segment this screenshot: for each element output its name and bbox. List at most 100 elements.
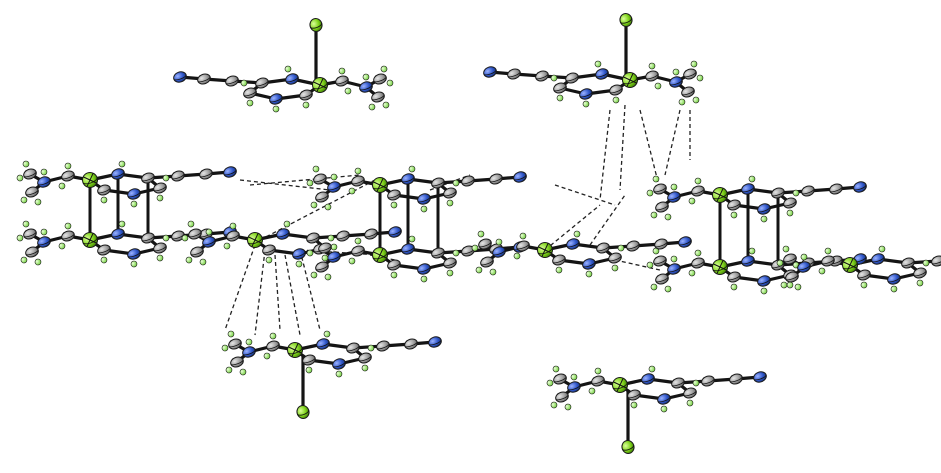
atom-ellipsoid: [513, 252, 521, 260]
atom-ellipsoid: [594, 367, 602, 375]
ellipsoid-principal-axis: [373, 76, 387, 83]
hydrogen-atom: [696, 74, 704, 82]
ellipsoid-principal-axis: [285, 76, 299, 83]
atom-ellipsoid: [860, 281, 868, 289]
atom-ellipsoid: [452, 249, 460, 257]
nitrogen-atom: [401, 173, 415, 185]
hydrogen-atom: [550, 74, 558, 82]
atom-ellipsoid: [302, 101, 310, 109]
ellipsoid-principal-axis: [255, 80, 269, 87]
ellipsoid-principal-axis: [553, 376, 567, 383]
atom-ellipsoid: [336, 230, 350, 242]
carbon-atom: [596, 242, 610, 254]
atom-ellipsoid: [302, 354, 316, 366]
atom-ellipsoid: [64, 222, 72, 230]
hydrogen-atom: [420, 205, 428, 213]
nitrogen-atom: [753, 371, 767, 383]
carbon-atom: [627, 389, 641, 401]
ellipsoid-principal-axis: [552, 257, 566, 264]
ellipsoid-principal-axis: [727, 274, 741, 281]
atom-ellipsoid: [240, 79, 248, 87]
ellipsoid-principal-axis: [727, 202, 741, 209]
atom-ellipsoid: [753, 371, 767, 383]
carbon-atom: [371, 91, 385, 103]
hydrogen-atom: [284, 65, 292, 73]
carbon-atom: [701, 375, 715, 387]
hydrogen-atom: [513, 252, 521, 260]
atom-ellipsoid: [452, 179, 460, 187]
atom-ellipsoid: [269, 332, 277, 340]
atom-ellipsoid: [310, 201, 318, 209]
ellipsoid-principal-axis: [667, 194, 681, 201]
hydrogen-atom: [185, 256, 193, 264]
hydrogen-atom: [367, 344, 375, 352]
hydrogen-atom: [748, 247, 756, 255]
nitrogen-atom: [417, 193, 431, 205]
ellipsoid-principal-axis: [302, 357, 316, 364]
atom-ellipsoid: [100, 256, 108, 264]
atom-ellipsoid: [173, 71, 187, 83]
atom-ellipsoid: [729, 373, 743, 385]
ellipsoid-principal-axis: [269, 96, 283, 103]
atom-ellipsoid: [692, 96, 700, 104]
atom-ellipsoid: [741, 255, 755, 267]
carbon-atom: [785, 271, 799, 283]
covalent-bond-layer: [28, 20, 941, 447]
metal-atom: [612, 377, 628, 393]
ellipsoid-principal-axis: [492, 249, 506, 256]
carbon-atom: [645, 70, 659, 82]
ellipsoid-principal-axis: [612, 382, 628, 390]
atom-ellipsoid: [266, 340, 280, 352]
atom-ellipsoid: [570, 373, 578, 381]
atom-ellipsoid: [786, 209, 794, 217]
ellipsoid-principal-axis: [645, 73, 659, 80]
carbon-atom: [691, 185, 705, 197]
atom-ellipsoid: [20, 256, 28, 264]
hydrogen-atom: [239, 368, 247, 376]
hydrogen-atom: [471, 244, 479, 252]
ellipsoid-principal-axis: [712, 192, 728, 200]
atom-ellipsoid: [228, 338, 242, 350]
atom-ellipsoid: [404, 338, 418, 350]
atom-ellipsoid: [443, 257, 457, 269]
hydrogen-atom: [187, 220, 195, 228]
atom-ellipsoid: [16, 234, 24, 242]
hydrogen-atom: [475, 266, 483, 274]
atom-ellipsoid: [582, 258, 596, 270]
carbon-atom: [771, 187, 785, 199]
hydrogen-atom: [199, 258, 207, 266]
ellipsoid-principal-axis: [931, 258, 941, 265]
ellipsoid-principal-axis: [783, 256, 797, 263]
carbon-atom: [507, 68, 521, 80]
atom-ellipsoid: [553, 82, 567, 94]
ellipsoid-principal-axis: [296, 409, 310, 416]
hydrogen-atom: [361, 364, 369, 372]
atom-ellipsoid: [156, 194, 164, 202]
ellipsoid-principal-axis: [641, 376, 655, 383]
carbon-atom: [262, 244, 276, 256]
hydrogen-atom: [386, 79, 394, 87]
atom-ellipsoid: [390, 271, 398, 279]
atom-ellipsoid: [348, 257, 356, 265]
carbon-atom: [376, 340, 390, 352]
hydrogen-atom: [688, 269, 696, 277]
atom-ellipsoid: [748, 247, 756, 255]
carbon-atom: [591, 375, 605, 387]
hydrogen-atom: [495, 238, 503, 246]
atom-ellipsoid: [388, 226, 402, 238]
carbon-atom: [335, 75, 349, 87]
atom-ellipsoid: [321, 254, 329, 262]
ellipsoid-octant: [541, 243, 549, 257]
atom-ellipsoid: [199, 168, 213, 180]
carbon-atom: [801, 185, 815, 197]
nitrogen-atom: [595, 68, 609, 80]
ellipsoid-principal-axis: [582, 261, 596, 268]
atom-ellipsoid: [362, 73, 370, 81]
hydrogen-atom: [552, 365, 560, 373]
ellipsoid-principal-axis: [853, 184, 867, 191]
ellipsoid-principal-axis: [741, 186, 755, 193]
atom-ellipsoid: [351, 245, 365, 257]
atom-ellipsoid: [118, 220, 126, 228]
carbon-atom: [857, 269, 871, 281]
ellipsoid-principal-axis: [171, 233, 185, 240]
